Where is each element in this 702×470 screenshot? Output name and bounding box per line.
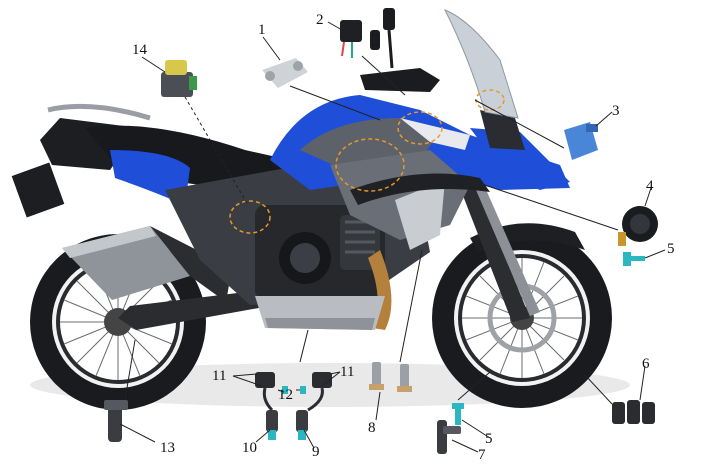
bolt-icon — [452, 403, 464, 425]
callout-11-right: 11 — [340, 364, 354, 380]
exhaust-header — [368, 250, 392, 330]
callout-14: 14 — [132, 42, 148, 58]
callout-4: 4 — [646, 178, 654, 194]
blue-module-icon — [564, 122, 598, 160]
callout-11-left: 11 — [212, 368, 226, 384]
windscreen — [443, 9, 519, 119]
spark-plug-cap-icon — [262, 386, 324, 412]
bank-angle-sensor-icon — [262, 58, 308, 88]
oxygen-sensor-icon — [266, 410, 308, 440]
handlebar — [360, 8, 440, 92]
callout-2: 2 — [316, 12, 324, 28]
callout-1: 1 — [258, 22, 266, 38]
horn-icon — [618, 206, 658, 246]
callout-6: 6 — [642, 356, 650, 372]
relay-icon — [340, 20, 362, 58]
callout-7: 7 — [478, 447, 486, 463]
callout-9: 9 — [312, 444, 320, 460]
bolt-icon — [623, 252, 645, 266]
callout-12: 12 — [278, 387, 293, 403]
ignition-coil-icon — [255, 372, 332, 388]
callout-10: 10 — [242, 440, 257, 456]
connector-caps-icon — [612, 400, 655, 424]
callout-5-horn: 5 — [667, 241, 675, 257]
front-fork — [455, 175, 540, 322]
crash-bar — [350, 173, 490, 205]
leader-lines — [119, 21, 666, 453]
speed-sensor-icon — [437, 420, 461, 454]
engine-block — [255, 205, 385, 300]
callout-13: 13 — [160, 440, 175, 456]
exhaust-muffler — [62, 226, 232, 302]
temperature-sensor-icon — [369, 362, 412, 392]
callout-8: 8 — [368, 420, 376, 436]
callout-5-bottom: 5 — [485, 431, 493, 447]
swingarm — [118, 290, 270, 330]
callout-3: 3 — [612, 103, 620, 119]
ecu-icon — [161, 60, 197, 97]
callout-labels: 1 2 3 4 5 5 6 7 8 9 10 11 11 12 13 14 — [132, 12, 675, 463]
crank-sensor-icon — [104, 400, 128, 442]
